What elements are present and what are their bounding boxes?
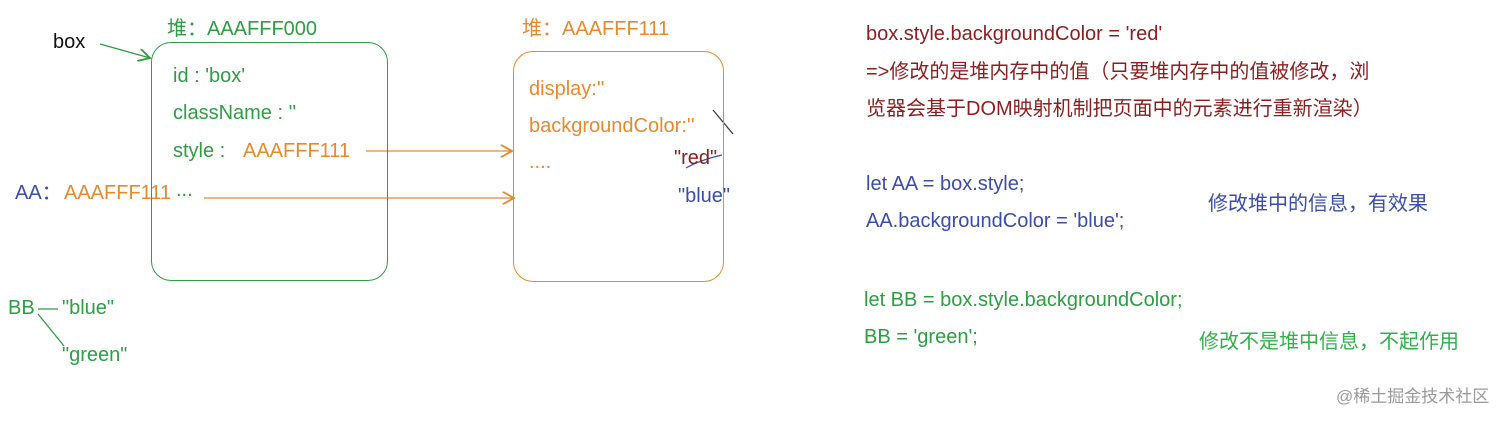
var-bb-value-blue: "blue" bbox=[62, 297, 115, 319]
heap2-line-display: display:'' bbox=[529, 78, 605, 100]
box-pointer-arrow bbox=[99, 43, 150, 58]
heap1-line-classname: className : '' bbox=[173, 102, 297, 124]
heap1-line-id: id : 'box' bbox=[173, 65, 246, 87]
heap2-value-red: "red" bbox=[674, 147, 718, 169]
note3-line2: BB = 'green'; bbox=[864, 326, 978, 348]
heap2-line-backgroundcolor: backgroundColor:'' bbox=[529, 115, 695, 137]
var-bb-value-green: "green" bbox=[62, 344, 128, 366]
note2-line1: let AA = box.style; bbox=[866, 173, 1025, 195]
heap2-box bbox=[513, 51, 724, 282]
heap2-line-ellipsis: .... bbox=[529, 151, 552, 173]
bb-connector-green bbox=[37, 313, 65, 347]
heap1-style-ref: AAAFFF111 bbox=[243, 140, 351, 162]
var-aa-name: AA： bbox=[15, 182, 62, 204]
note1-line2: =>修改的是堆内存中的值（只要堆内存中的值被修改，浏 bbox=[866, 61, 1370, 83]
var-box-label: box bbox=[53, 31, 86, 53]
note3-comment: 修改不是堆中信息，不起作用 bbox=[1199, 331, 1459, 353]
strike-mark-2 bbox=[685, 154, 723, 169]
note2-comment: 修改堆中的信息，有效果 bbox=[1208, 193, 1428, 215]
note2-line2: AA.backgroundColor = 'blue'; bbox=[866, 210, 1125, 232]
var-aa-dots: ... bbox=[176, 179, 193, 201]
heap1-title: 堆：AAAFFF000 bbox=[167, 18, 318, 40]
var-aa-ref: AAAFFF111 bbox=[64, 182, 172, 204]
heap2-value-blue: "blue" bbox=[678, 185, 731, 207]
var-bb-name: BB bbox=[8, 297, 35, 319]
heap1-line-style: style : bbox=[173, 140, 226, 162]
note3-line1: let BB = box.style.backgroundColor; bbox=[864, 289, 1183, 311]
note1-line1: box.style.backgroundColor = 'red' bbox=[866, 23, 1163, 45]
note1-line3: 览器会基于DOM映射机制把页面中的元素进行重新渲染） bbox=[866, 98, 1373, 120]
watermark: @稀土掘金技术社区 bbox=[1336, 387, 1490, 406]
heap2-title: 堆：AAAFFF111 bbox=[522, 18, 670, 40]
heap1-box bbox=[151, 42, 388, 281]
